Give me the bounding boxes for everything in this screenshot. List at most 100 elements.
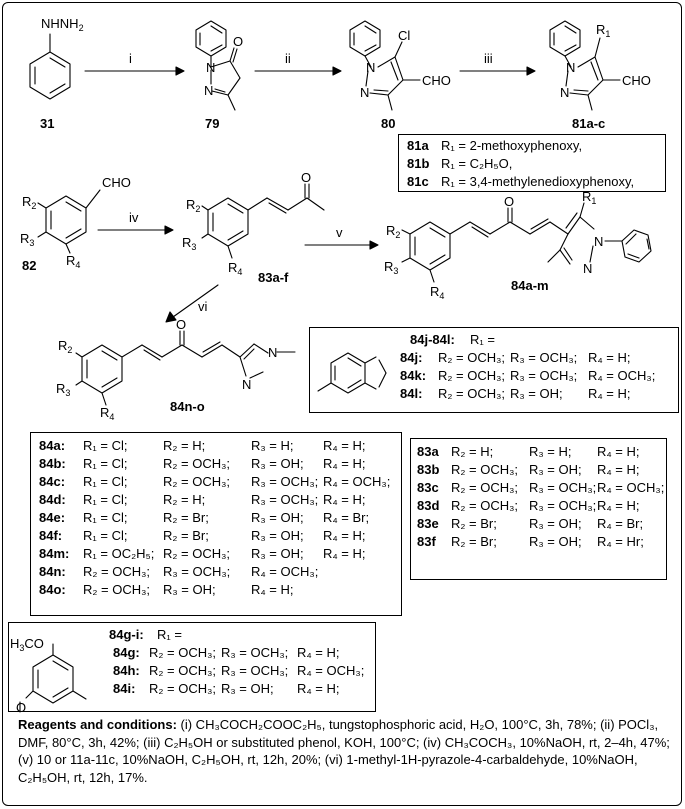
step-vi-label: vi [198,299,208,314]
r2-value: R₂ = Br; [163,528,209,543]
r3-value: R₃ = OCH₃; [251,492,319,507]
r4-label: R4 [100,405,114,422]
r4-value: R₄ = H; [297,645,340,660]
row-id: 83e [417,516,439,531]
box-81-text: R₁ = C₂H₅O, [441,156,513,171]
row-id: 83b [417,462,440,477]
nitrogen-label: N [583,261,592,276]
r1-label: R1 [596,22,610,39]
reagents-text: (i) CH₃COCH₂COOC₂H₅, tungstophosphoric a… [18,717,670,785]
r4-value: R₄ = Hr; [597,534,644,549]
compound-84a-m-label: 84a-m [511,278,549,293]
r1-value: R₂ = OCH₃; [83,582,151,597]
compound-83-label: 83a-f [258,270,289,285]
r2-value: R₃ = OH; [163,582,216,597]
r2-value: R₂ = OCH₃; [149,663,217,678]
row-id: 83c [417,480,439,495]
table-row: 84f:R₁ = Cl;R₂ = Br;R₃ = OH;R₄ = H; [39,527,393,545]
r3-value: R₃ = OH; [529,534,582,549]
r4-value: R₄ = OCH₃; [597,480,665,495]
r4-value: R₄ = H; [597,462,640,477]
r4-value: R₄ = OCH₃; [323,474,391,489]
r1-value: R₂ = OCH₃; [83,564,151,579]
r3-value: R₃ = OCH₃; [529,480,597,495]
row-id: 84k: [400,368,427,383]
r2-value: R₂ = OCH₃; [149,645,217,660]
oxygen-label: O [16,700,26,715]
row-id: 84n: [39,564,66,579]
r2-label: R2 [186,197,200,214]
row-id: 83d [417,498,440,513]
r2-value: R₂ = OCH₃; [163,474,231,489]
row-id: 84m: [39,546,70,561]
r2-value: R₂ = OCH₃; [451,462,519,477]
r4-value: R₄ = Br; [323,510,370,525]
r3-value: R₄ = OCH₃; [251,564,319,579]
nitrogen-label: N [360,85,369,100]
r4-value: R₄ = H; [323,528,366,543]
r4-value: R₄ = OCH₃; [297,663,365,678]
r4-label: R4 [228,260,242,277]
compound-81-label: 81a-c [572,116,605,131]
r2-value: R₂ = OCH₃; [438,350,506,365]
r2-value: R₂ = OCH₃; [149,681,217,696]
r2-value: R₂ = OCH₃; [451,498,519,513]
r1-value: R₁ = Cl; [83,474,128,489]
row-id: 84o: [39,582,66,597]
r3-value: R₃ = OH; [251,456,304,471]
r4-value: R₄ = H; [297,681,340,696]
r3-value: R₃ = OH; [510,386,563,401]
compound-31-label: 31 [40,116,54,131]
nhnh2-label: NHNH2 [41,16,84,33]
box-81-text: R₁ = 3,4-methylenedioxyphenoxy, [441,174,635,189]
arrowhead-icon [526,66,536,76]
row-id: 84b: [39,456,66,471]
r3-label: R3 [384,259,398,276]
r4-value: R₄ = H; [597,498,640,513]
arrowhead-icon [164,225,174,235]
table-row: 84c:R₁ = Cl;R₂ = OCH₃;R₃ = OCH₃;R₄ = OCH… [39,473,393,491]
nitrogen-label: N [206,60,215,75]
table-row: 84a:R₁ = Cl;R₂ = H;R₃ = H;R₄ = H; [39,437,393,455]
arrowhead-icon [332,66,342,76]
row-id: 83f [417,534,436,549]
r4-value: R₄ = H; [323,492,366,507]
compound-80-label: 80 [381,116,395,131]
aldehyde-label: CHO [422,73,451,88]
r3-value: R₃ = H; [529,444,572,459]
r2-value: R₂ = H; [163,492,206,507]
r1-value: R₁ = Cl; [83,510,128,525]
table-row: 84m:R₁ = OC₂H₅;R₂ = OCH₃;R₃ = OH;R₄ = H; [39,545,393,563]
r1-value: R₁ = Cl; [83,528,128,543]
r3-value: R₃ = OH; [221,681,274,696]
reagents-conditions: Reagents and conditions: (i) CH₃COCH₂COO… [18,716,673,786]
step-iii-label: iii [484,51,493,66]
dimethoxyphenyl-icon [19,643,87,713]
r2-value: R₂ = OCH₃; [163,546,231,561]
box-81-id: 81b [407,156,430,171]
r3-value: R₃ = OCH₃; [251,474,319,489]
r2-label: R2 [58,338,72,355]
row-id: 84l: [400,386,423,401]
arrowhead-icon [165,311,177,323]
r4-value: R₄ = H; [588,350,631,365]
r4-value: R₄ = H; [323,438,366,453]
reagents-heading: Reagents and conditions: [18,717,177,732]
box-84jl-header-id: 84j-84l: [410,332,455,347]
structure-84n-o [75,330,296,406]
arrow-step-vi [172,284,219,318]
arrowhead-icon [175,66,185,76]
r3-value: R₄ = H; [251,582,294,597]
r4-value: R₄ = H; [323,546,366,561]
r2-value: R₂ = Br; [451,516,497,531]
oxygen-label: O [301,170,311,185]
structure-31 [29,33,71,100]
r4-label: R4 [66,253,80,270]
r2-label: R2 [22,194,36,211]
